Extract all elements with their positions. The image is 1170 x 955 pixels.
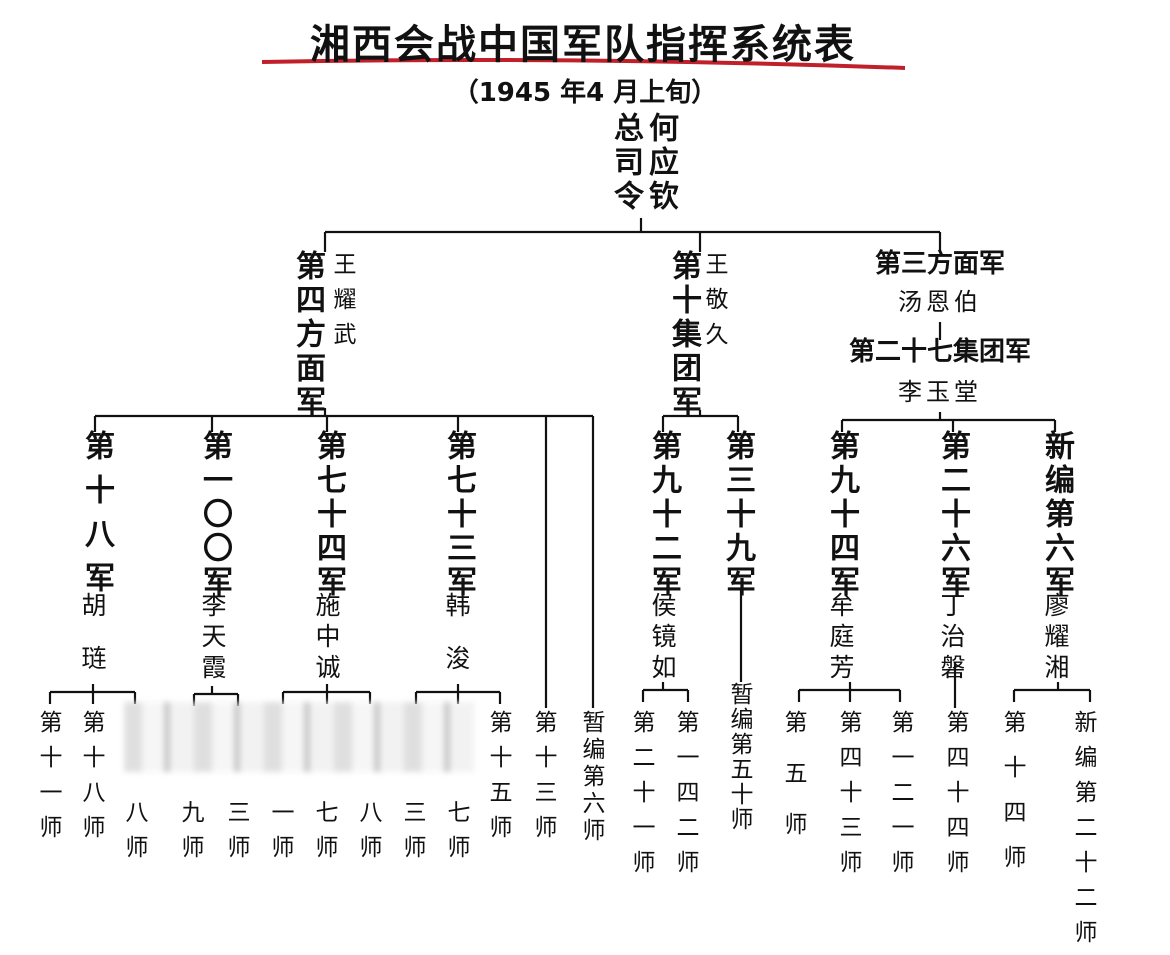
group-army-name: 第二十七集团军 [848,337,1031,367]
chart-title: 湘西会战中国军队指挥系统表 [310,22,856,68]
division-44: 第四十四师 [942,710,968,885]
corps-94-commander: 牟庭芳 [826,592,855,685]
third-army-commander: 汤恩伯 [898,288,982,316]
chart-subtitle: （1945 年4 月上旬） [452,78,718,108]
fourth-army-commander: 王耀武 [329,252,355,357]
division-corps74-c: 八师 [355,800,381,870]
division-14: 第十四师 [999,710,1025,890]
division-new22: 新编第二十二师 [1070,710,1096,955]
corps-94-name: 第九十四军 [824,430,859,600]
division-142: 第一四二师 [672,710,698,885]
corps-39-name: 第三十九军 [720,430,755,600]
blurred-region [124,702,474,772]
corps-100-commander: 李天霞 [198,592,227,685]
division-15: 第十五师 [485,710,511,850]
division-18: 第十八师 [78,710,104,850]
tenth-army-name: 第十集团军 [666,250,701,420]
corps-26-commander: 丁治磐 [937,592,966,685]
division-corps100-b: 三师 [223,800,249,870]
corps-100-name: 第一〇〇军 [197,430,232,600]
division-temp50: 暂编第五十师 [726,682,752,832]
division-5: 第五师 [780,710,806,863]
group-army-commander: 李玉堂 [898,378,982,406]
division-corps74-b: 七师 [311,800,337,870]
corps-92-commander: 侯镜如 [648,592,677,685]
division-13: 第十三师 [530,710,556,850]
division-corps74-a: 一师 [267,800,293,870]
corps-new6-name: 新编第六军 [1039,430,1074,600]
corps-74-name: 第七十四军 [311,430,346,600]
commander-title: 总司令 [608,112,643,214]
corps-73-commander: 韩浚 [442,592,471,698]
division-temp6: 暂编第六师 [578,710,604,845]
commander-name: 何应钦 [643,112,678,214]
third-army-name: 第三方面军 [874,249,1005,279]
division-corps18-c: 八师 [121,800,147,870]
division-corps100-a: 九师 [177,800,203,870]
corps-26-name: 第二十六军 [935,430,970,600]
corps-74-commander: 施中诚 [312,592,341,685]
division-corps73-a: 三师 [399,800,425,870]
corps-18-commander: 胡琏 [78,592,107,698]
corps-73-name: 第七十三军 [441,430,476,600]
division-corps73-b: 七师 [443,800,469,870]
corps-18-name: 第十八军 [79,430,114,606]
fourth-army-name: 第四方面军 [290,250,325,420]
corps-92-name: 第九十二军 [646,430,681,600]
division-121: 第一二一师 [887,710,913,885]
corps-new6-commander: 廖耀湘 [1041,592,1070,685]
division-21: 第二十一师 [628,710,654,885]
division-43: 第四十三师 [835,710,861,885]
division-11: 第十一师 [35,710,61,850]
tenth-army-commander: 王敬久 [701,252,727,357]
